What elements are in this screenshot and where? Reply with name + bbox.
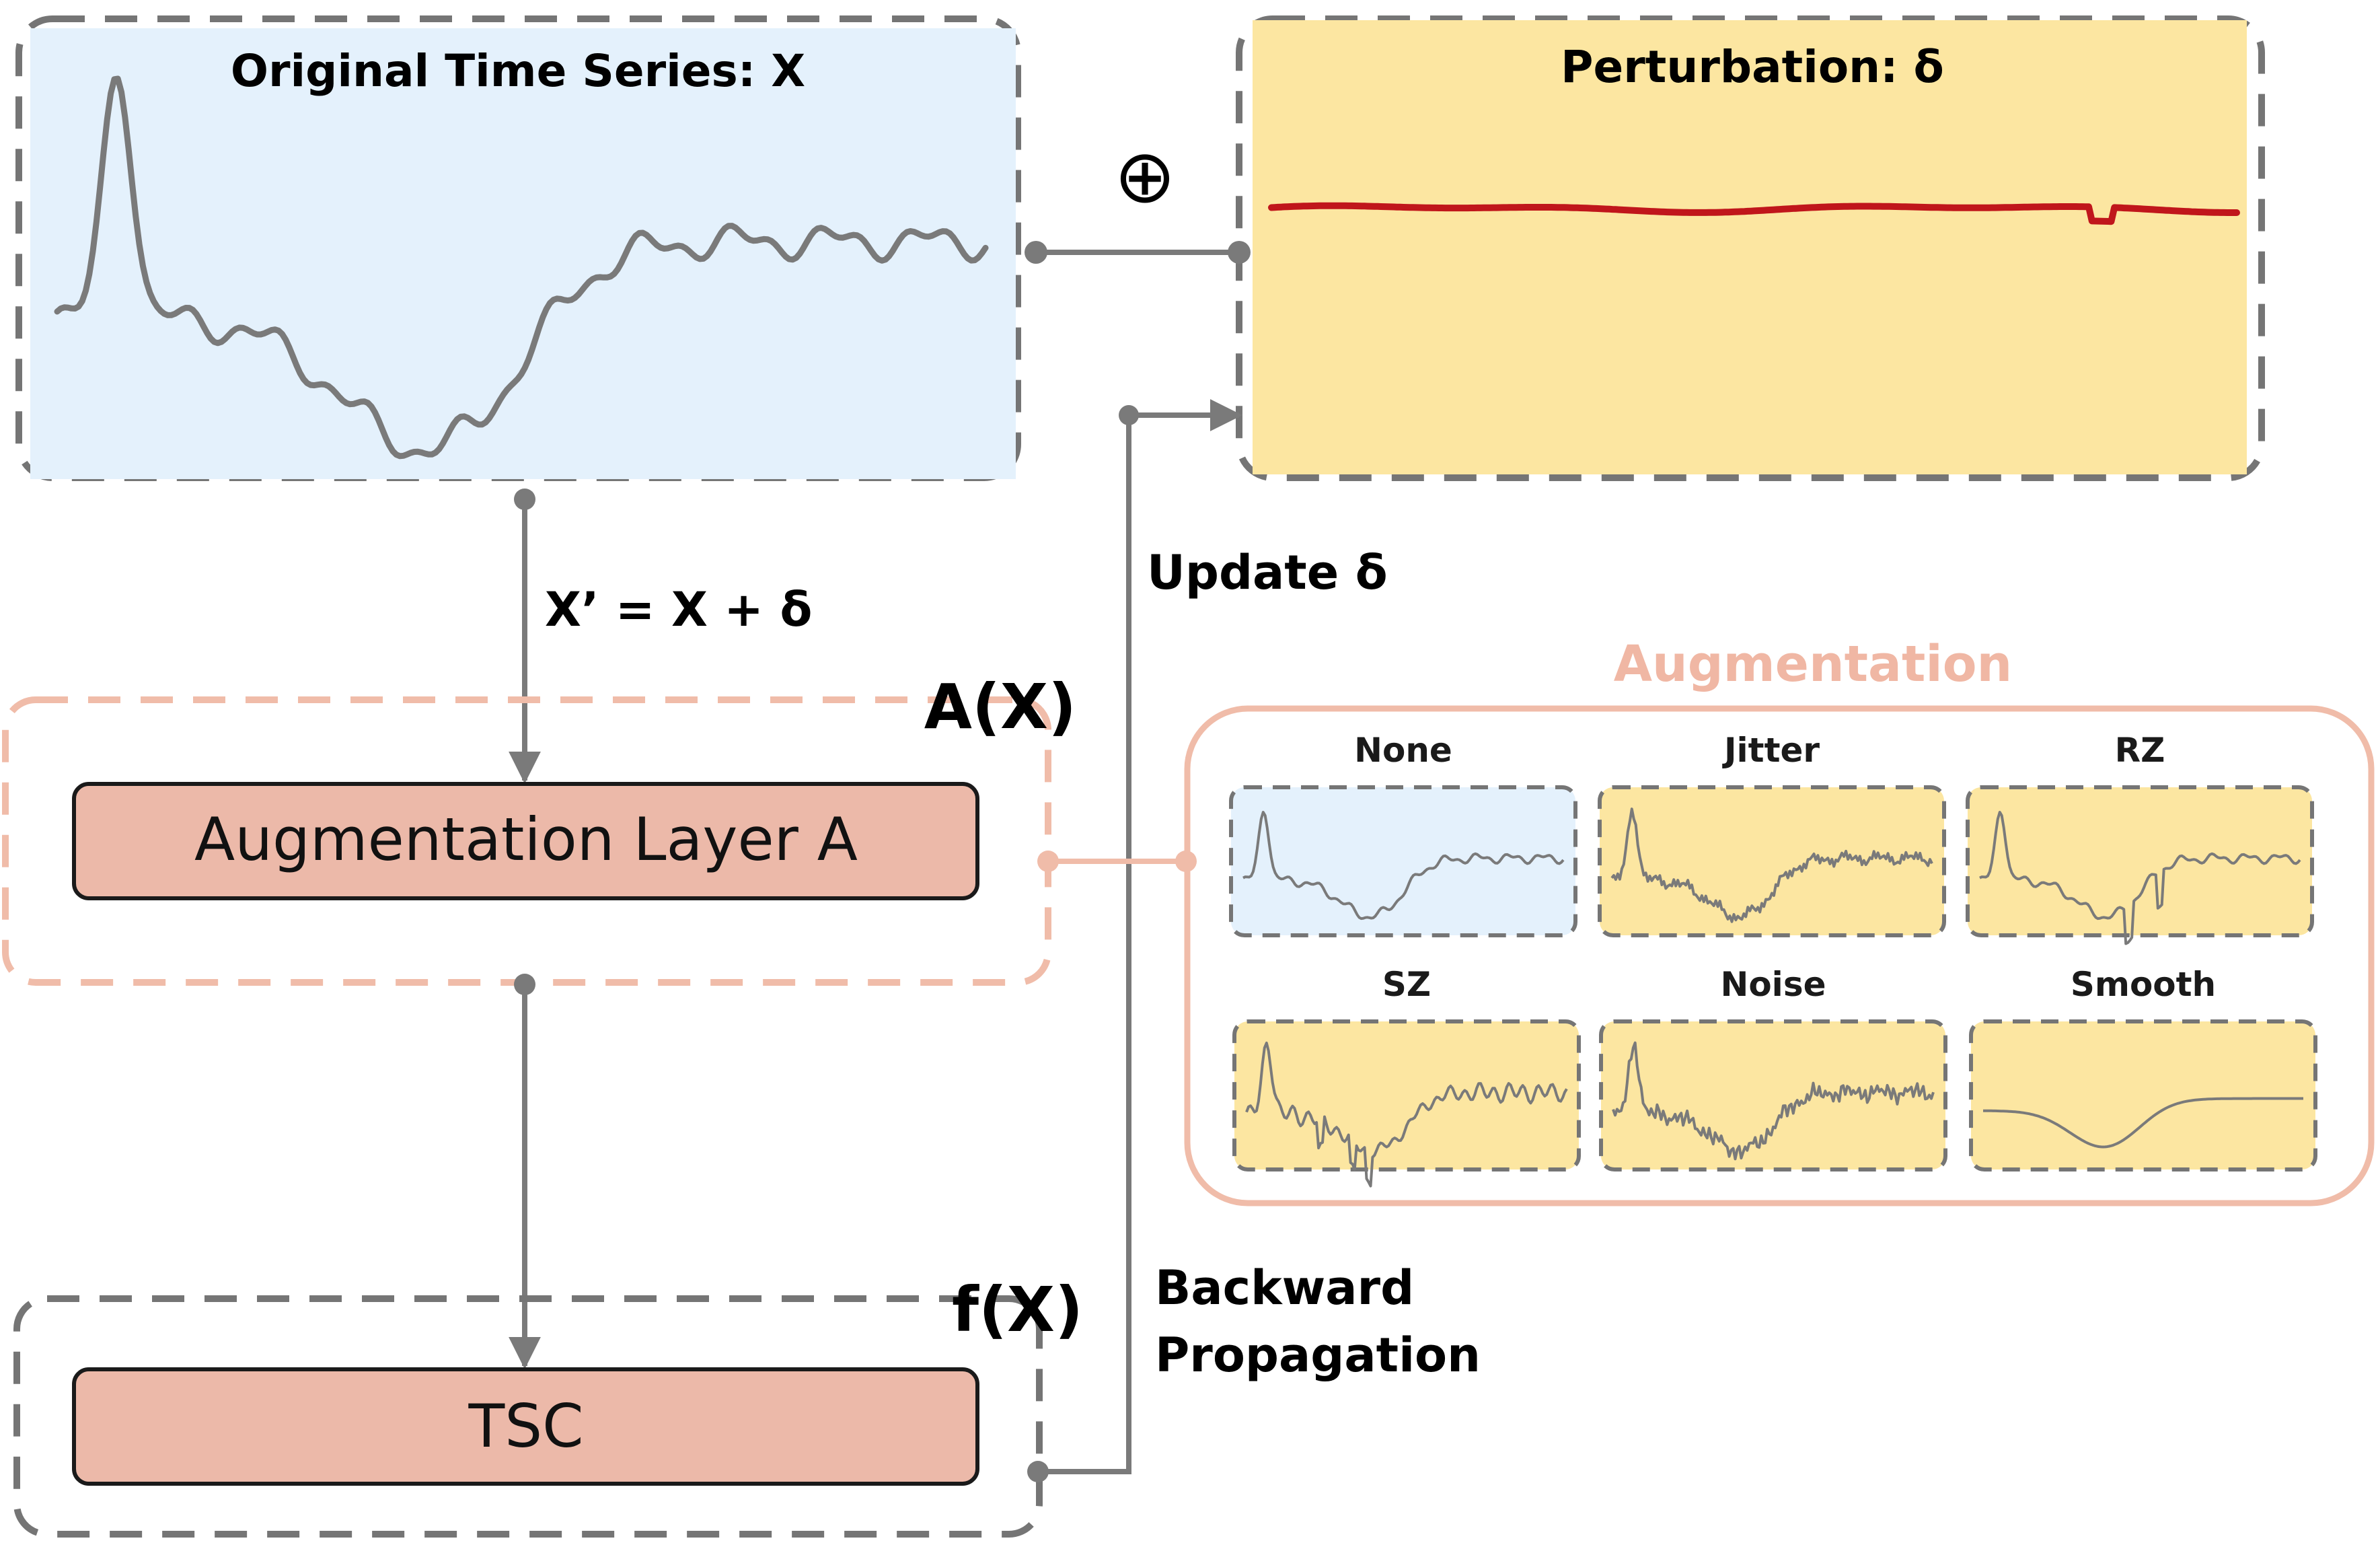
augmentation-thumb-frame <box>1599 1019 1947 1171</box>
augmentation-thumb-series <box>1610 807 1933 923</box>
augmentation-thumb-label: Jitter <box>1722 731 1820 770</box>
augmentation-thumb-label: RZ <box>2115 731 2165 770</box>
augmentation-thumb-frame <box>1232 1019 1581 1171</box>
augmentation-examples: Augmentation None Jitter RZ SZ Noise Smooth <box>1184 635 2375 1206</box>
augmentation-thumb-label: Smooth <box>2071 965 2216 1004</box>
augmentation-thumb-series <box>1983 1097 2303 1149</box>
augmentation-thumb-label: Noise <box>1720 965 1826 1004</box>
backward-dot-start <box>1027 1461 1049 1482</box>
combine-dot-left <box>1025 241 1047 264</box>
classifier-node <box>72 1367 979 1486</box>
augmentation-thumb-series <box>1245 1042 1568 1188</box>
backward-dot-corner <box>1119 405 1139 425</box>
augmentation-grid: None Jitter RZ SZ Noise Smooth <box>1229 731 2317 1188</box>
combine-dot-right <box>1228 241 1251 264</box>
original-series-line <box>54 75 989 460</box>
augmentation-thumb-rz: RZ <box>1966 731 2314 945</box>
backward-label-line1: Backward <box>1155 1260 1414 1315</box>
backward-path: Update δ Backward Propagation <box>1027 399 1481 1482</box>
backward-label-line2: Propagation <box>1155 1328 1481 1383</box>
update-label: Update δ <box>1147 545 1388 600</box>
augmentation-thumb-label: SZ <box>1382 965 1431 1004</box>
perturbation-panel-border <box>1236 15 2265 481</box>
augmentation-layer-box: A(X) Augmentation Layer A <box>2 671 1076 986</box>
augmentation-thumb-smooth: Smooth <box>1969 965 2317 1171</box>
augmentation-thumb-frame <box>1598 785 1946 937</box>
classifier-label: TSC <box>468 1392 583 1461</box>
original-panel-fill <box>30 28 1016 479</box>
augmentation-thumb-series <box>1612 1041 1935 1161</box>
augmentation-thumb-sz: SZ <box>1232 965 1581 1188</box>
augmentation-thumb-jitter: Jitter <box>1598 731 1946 937</box>
forward-arrow-2 <box>509 974 541 1369</box>
augmentation-thumb-none: None <box>1229 731 1577 937</box>
perturbation-series-line <box>1268 202 2240 225</box>
augmentation-link <box>1037 851 1197 872</box>
original-panel-title: Original Time Series: X <box>231 45 805 97</box>
perturbation-panel-title: Perturbation: δ <box>1561 41 1944 93</box>
original-series-panel: Original Time Series: X <box>15 15 1021 481</box>
backward-line <box>1038 399 1242 1474</box>
augmentation-thumb-frame <box>1969 1019 2317 1171</box>
combine-connector: ⊕ <box>1025 133 1251 264</box>
perturbation-panel: Perturbation: δ <box>1236 15 2265 481</box>
augmentation-thumb-series <box>1979 811 2301 945</box>
augmentation-link-dot-left <box>1037 851 1059 872</box>
augmentation-thumb-frame <box>1966 785 2314 937</box>
classifier-corner-label: f(X) <box>952 1274 1083 1346</box>
augmentation-examples-border <box>1184 705 2375 1206</box>
classifier-box: f(X) TSC <box>13 1274 1083 1538</box>
perturbation-panel-fill <box>1253 20 2247 474</box>
forward-arrow-1: X’ = X + δ <box>509 489 812 784</box>
augmentation-layer-label: Augmentation Layer A <box>194 805 858 874</box>
augmentation-header: Augmentation <box>1614 635 2012 693</box>
formula-label: X’ = X + δ <box>545 582 812 637</box>
augmentation-layer-node <box>72 782 979 900</box>
classifier-box-border <box>13 1295 1043 1538</box>
augmentation-corner-label: A(X) <box>924 671 1076 743</box>
augmentation-thumb-noise: Noise <box>1599 965 1947 1171</box>
augmentation-thumb-label: None <box>1354 731 1452 770</box>
combine-symbol-icon: ⊕ <box>1114 133 1176 219</box>
augmentation-thumb-series <box>1242 811 1565 921</box>
augmentation-thumb-frame <box>1229 785 1577 937</box>
